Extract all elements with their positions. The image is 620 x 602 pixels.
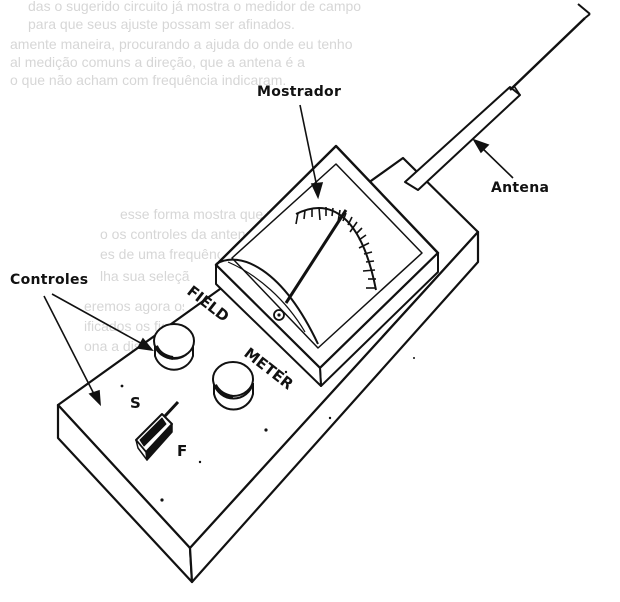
bleed-through-line: eremos agora os controles do aparelho um… <box>84 298 184 314</box>
switch-label-f: F <box>177 442 187 460</box>
bleed-through-line: das o sugerido circuito já mostra o medi… <box>28 0 362 14</box>
meter-scale <box>295 206 377 291</box>
bleed-through-line: al medição comuns a direção, que a anten… <box>10 54 305 70</box>
label-mostrador: Mostrador <box>257 84 342 100</box>
toggle-switch <box>135 400 180 461</box>
bleed-through-line: amente maneira, procurando a ajuda do on… <box>10 36 353 52</box>
meter-display <box>214 144 440 387</box>
bleed-through-line: o que não acham com frequência indicaram… <box>10 72 287 88</box>
label-controles: Controles <box>10 272 89 288</box>
bleed-through-line: para que seus ajuste possam ser afinados… <box>28 16 295 32</box>
bleed-through-line: lha sua seleção <box>100 268 190 284</box>
control-knob-upper <box>153 323 195 371</box>
print-speckles <box>120 357 415 502</box>
label-antena: Antena <box>491 180 550 196</box>
meter-needle <box>273 209 348 321</box>
bleed-through-line: es de uma frequência a medida com o medi… <box>100 246 220 262</box>
bleed-through-line: esse forma mostra que você enviar e rece… <box>120 206 300 222</box>
antenna <box>404 3 591 191</box>
callout-arrows <box>43 104 514 407</box>
control-knob-lower <box>212 361 254 411</box>
switch-label-s: S <box>130 394 141 412</box>
